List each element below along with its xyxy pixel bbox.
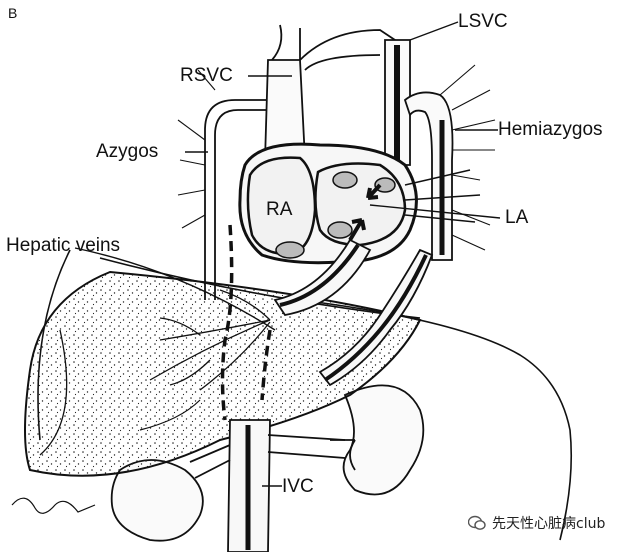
right-kidney xyxy=(110,459,204,542)
azygos-continuation xyxy=(273,238,372,316)
wechat-icon xyxy=(467,515,486,531)
lsvc-vessel xyxy=(384,39,411,166)
leader-lines xyxy=(74,21,501,487)
heart-atria xyxy=(238,142,481,265)
innominate-region xyxy=(299,29,396,150)
ivc-dashed-course-right xyxy=(260,329,272,401)
panel-letter: B xyxy=(8,5,18,21)
ivc-dashed-course xyxy=(220,224,234,421)
label-lsvc: LSVC xyxy=(458,11,508,32)
hemiazygos-descending xyxy=(318,248,434,387)
ivc-vessel xyxy=(227,419,271,552)
left-kidney xyxy=(330,384,425,496)
label-ra: RA xyxy=(266,199,293,220)
azygos-vein xyxy=(204,99,285,300)
renal-veins xyxy=(189,434,346,479)
label-ivc: IVC xyxy=(282,476,314,497)
label-la: LA xyxy=(505,207,529,228)
label-rsvc: RSVC xyxy=(180,65,233,86)
watermark-text: 先天性心脏病club xyxy=(492,516,606,532)
label-azygos: Azygos xyxy=(96,141,159,162)
intercostal-branches xyxy=(177,64,496,251)
label-hemiazygos: Hemiazygos xyxy=(498,119,603,140)
hepatic-vein-branches xyxy=(149,289,271,391)
watermark: 先天性心脏病club xyxy=(467,513,606,533)
artist-signature xyxy=(11,497,96,514)
label-hepatic-veins: Hepatic veins xyxy=(6,235,121,256)
rsvc-vessel xyxy=(264,24,306,161)
